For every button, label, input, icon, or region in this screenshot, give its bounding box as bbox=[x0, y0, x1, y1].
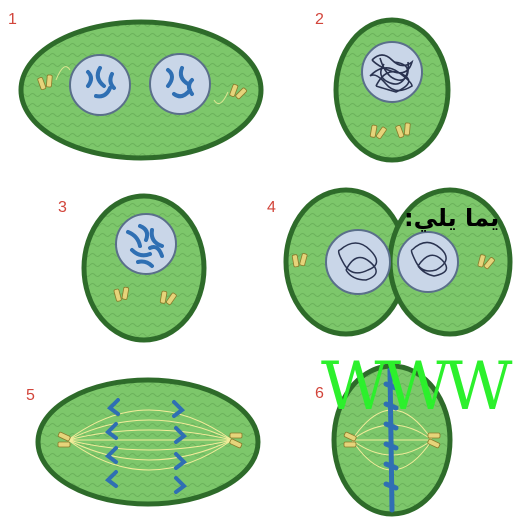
stage-number-5: 5 bbox=[26, 387, 35, 404]
stage-number-1: 1 bbox=[8, 11, 17, 28]
cell-stage-5 bbox=[38, 380, 258, 504]
nucleus bbox=[326, 230, 390, 294]
arabic-caption-overlay: يما يلي: bbox=[404, 204, 499, 232]
cell-stage-3 bbox=[84, 196, 204, 340]
nucleus bbox=[116, 214, 176, 274]
stage-number-4: 4 bbox=[267, 199, 276, 216]
www-watermark: WWW bbox=[321, 352, 513, 422]
stage-number-2: 2 bbox=[315, 11, 324, 28]
nucleus bbox=[150, 54, 210, 114]
nucleus bbox=[398, 232, 458, 292]
cell-stage-2 bbox=[336, 20, 448, 160]
stage-number-3: 3 bbox=[58, 199, 67, 216]
cell-stage-1 bbox=[21, 22, 261, 158]
